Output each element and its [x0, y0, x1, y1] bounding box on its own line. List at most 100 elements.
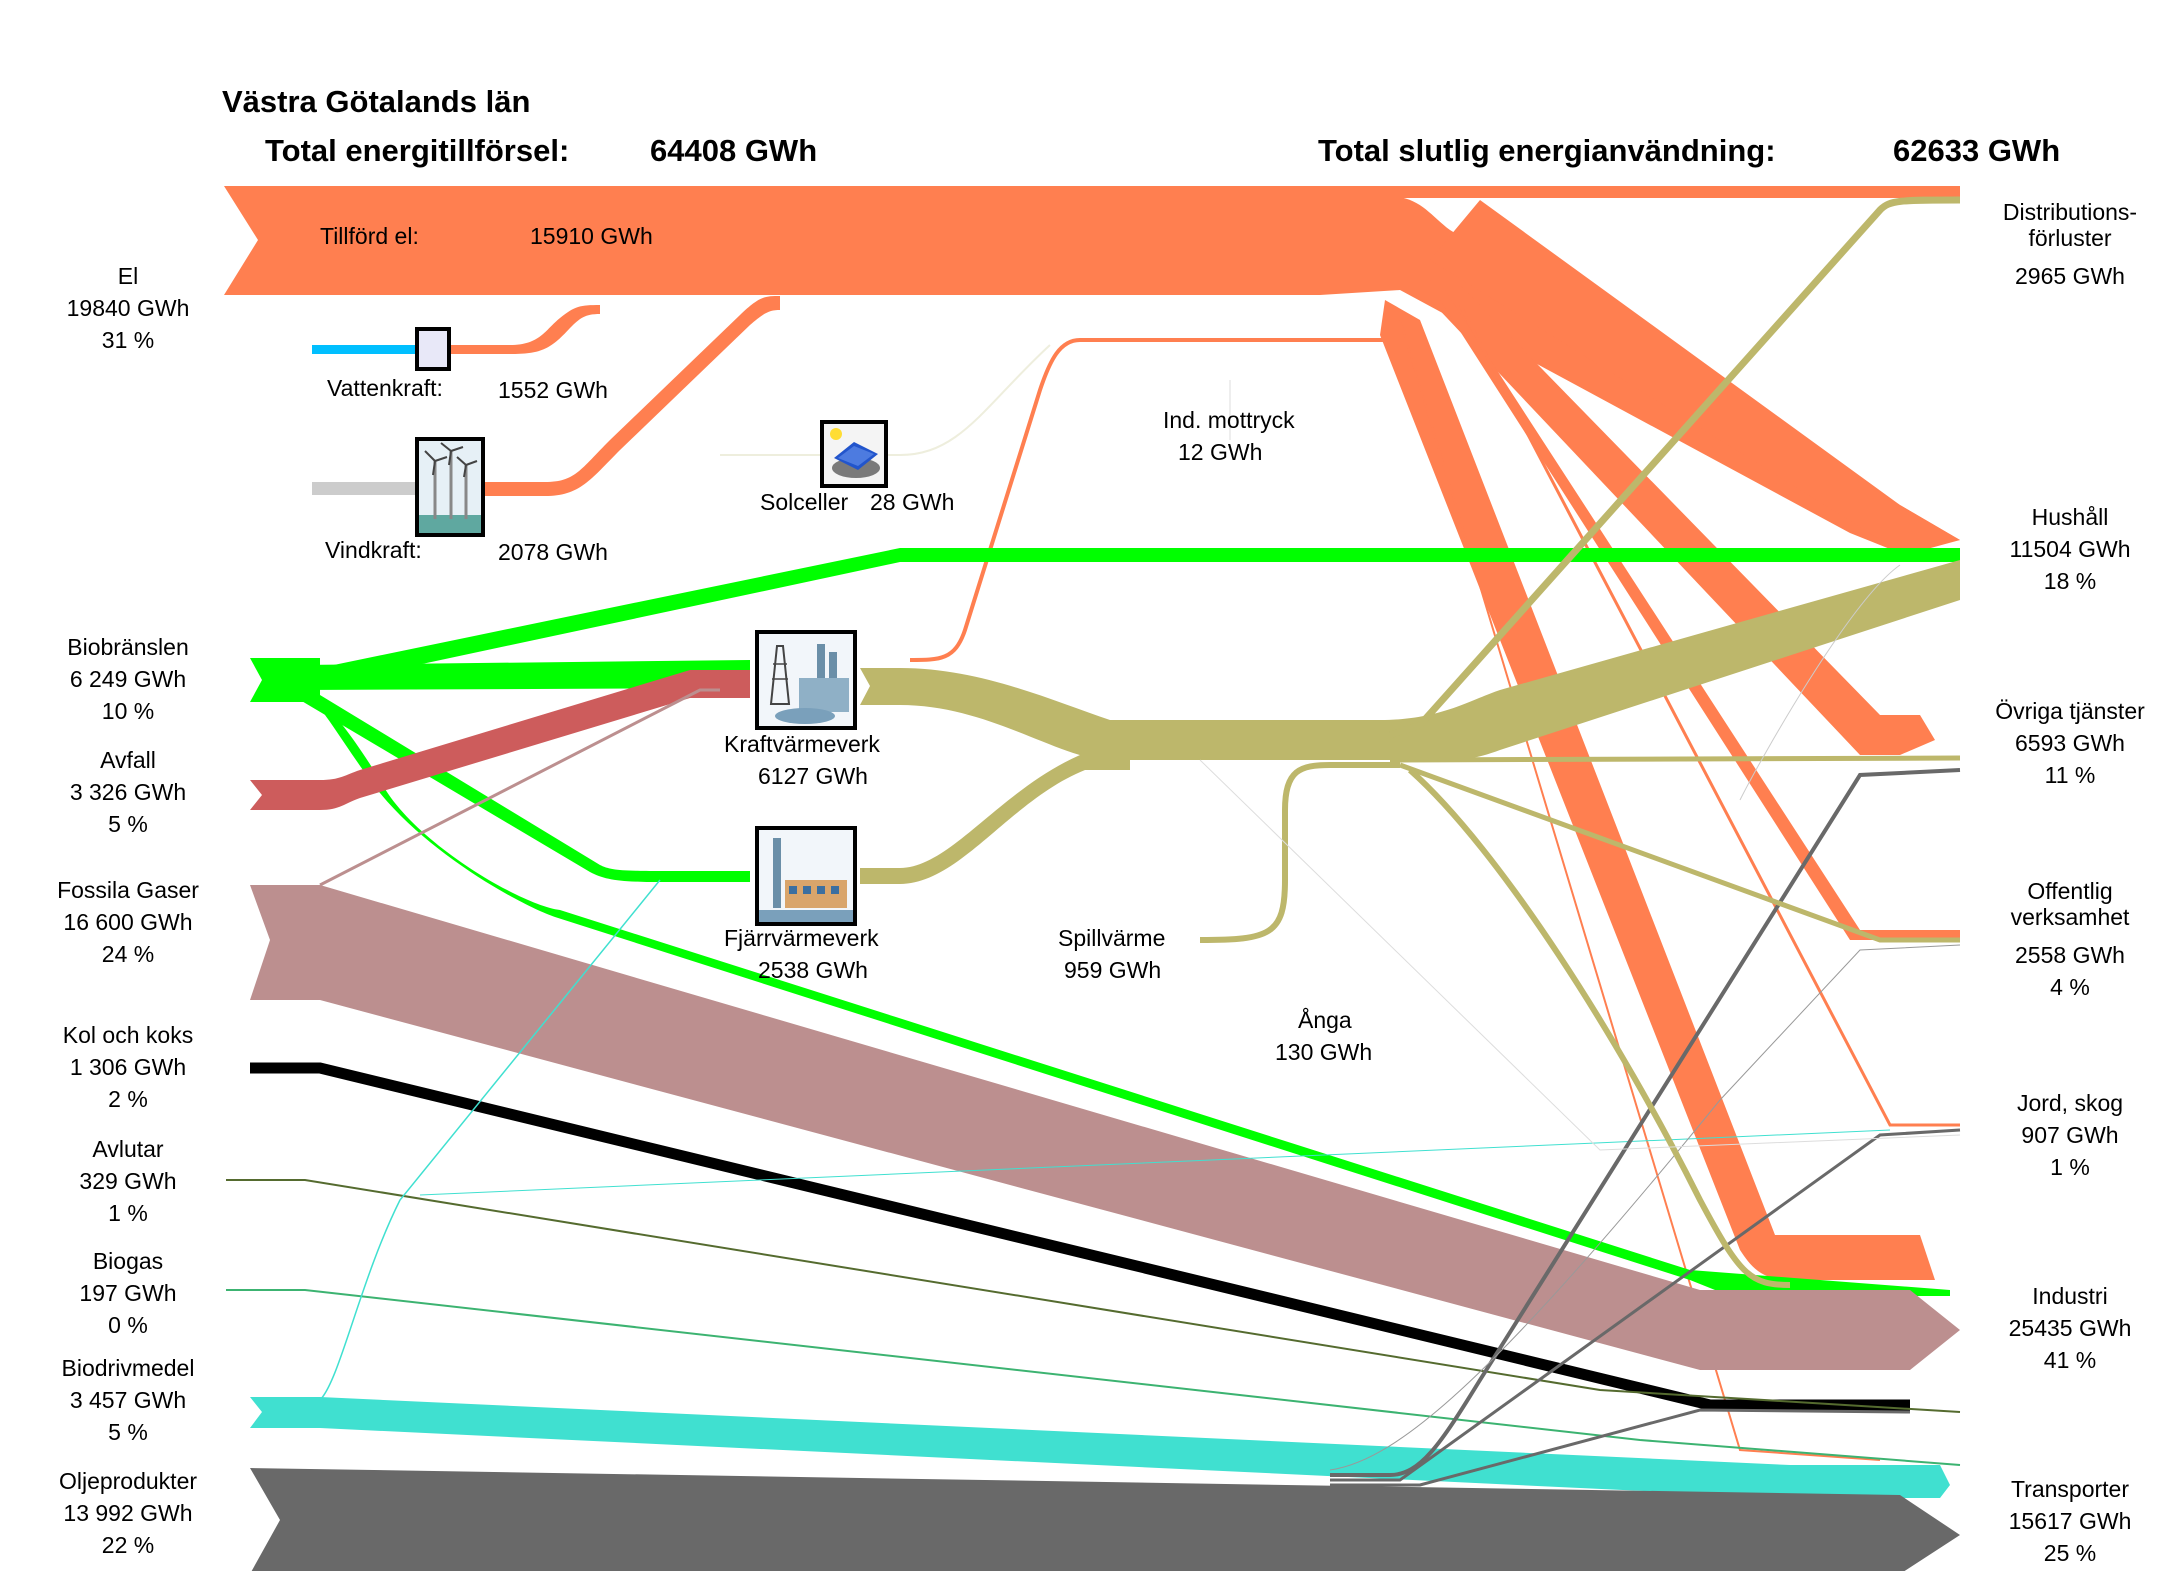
flow-heat-ovriga	[1389, 755, 1961, 763]
source-fossila-gaser: Fossila Gaser 16 600 GWh 24 %	[38, 874, 218, 970]
source-value: 197 GWh	[79, 1280, 177, 1306]
source-name: Biogas	[92, 1248, 164, 1274]
flow-gas-kraftvarme	[319, 688, 720, 887]
ind-mottryck-value: 12 GWh	[1178, 439, 1263, 465]
source-pct: 22 %	[101, 1532, 155, 1558]
flow-vindkraft-el	[485, 296, 780, 496]
source-olja: Oljeprodukter 13 992 GWh 22 %	[48, 1465, 208, 1561]
source-name: Kol och koks	[62, 1022, 194, 1048]
sink-value: 15617 GWh	[2008, 1508, 2132, 1534]
fjarrvarmeverk-value: 2538 GWh	[758, 957, 868, 983]
source-value: 3 326 GWh	[69, 779, 187, 805]
sink-pct: 25 %	[2043, 1540, 2097, 1566]
flow-heat-industri	[1408, 767, 1791, 1288]
kraftvarmeverk-value: 6127 GWh	[758, 763, 868, 789]
flow-anga	[1199, 759, 1961, 1151]
sink-offentlig: Offentlig verksamhet 2558 GWh 4 %	[1960, 875, 2180, 1003]
sink-distribution: Distributions- förluster 2965 GWh	[1960, 196, 2180, 292]
total-use-label: Total slutlig energianvändning:	[1318, 133, 1776, 168]
flow-heat-offentlig	[1399, 762, 1960, 943]
flow-el-ovriga	[1430, 280, 1935, 755]
ind-mottryck-label: Ind. mottryck	[1163, 407, 1295, 433]
sink-value: 11504 GWh	[2009, 536, 2131, 562]
sink-jord: Jord, skog 907 GWh 1 %	[1960, 1087, 2180, 1183]
anga-label: Ånga	[1298, 1007, 1352, 1033]
source-value: 3 457 GWh	[69, 1387, 187, 1413]
flow-vindkraft-source	[312, 482, 416, 495]
flow-olja-jord	[1330, 1128, 1961, 1482]
source-name: Fossila Gaser	[57, 877, 199, 903]
flow-biodrivmedel-transport	[250, 1397, 1950, 1498]
source-kol: Kol och koks 1 306 GWh 2 %	[48, 1019, 208, 1115]
flow-spillvarme	[1199, 762, 1400, 943]
flow-biodrivmedel-jord	[419, 1129, 1891, 1196]
total-supply-value: 64408 GWh	[650, 133, 818, 168]
total-supply-label: Total energitillförsel:	[265, 133, 570, 168]
flow-kol-industri	[250, 1062, 1910, 1411]
sink-pct: 1 %	[2050, 1154, 2090, 1180]
source-avfall: Avfall 3 326 GWh 5 %	[48, 744, 208, 840]
total-use-value: 62633 GWh	[1893, 133, 2061, 168]
vindkraft-icon	[415, 437, 485, 537]
sink-name: Offentlig	[2027, 878, 2113, 904]
fjarrvarmeverk-label: Fjärrvärmeverk	[724, 925, 879, 951]
flow-olja-industri	[1330, 1408, 1911, 1487]
source-pct: 24 %	[101, 941, 155, 967]
tillford-el-value: 15910 GWh	[530, 223, 653, 249]
vattenkraft-icon	[415, 327, 451, 371]
spillvarme-label: Spillvärme	[1058, 925, 1166, 951]
source-name: Avfall	[100, 747, 156, 773]
sink-name: Distributions-	[2002, 199, 2138, 225]
flow-kraftvarme-heat	[860, 560, 1960, 761]
flow-fjarrvarme-heat	[860, 755, 1130, 884]
sink-name: Övriga tjänster	[1995, 698, 2145, 724]
source-name: Oljeprodukter	[58, 1468, 198, 1494]
source-biobransle: Biobränslen 6 249 GWh 10 %	[48, 631, 208, 727]
source-pct: 31 %	[101, 327, 155, 353]
kraftvarmeverk-icon	[755, 630, 857, 730]
solceller-label: Solceller	[760, 489, 849, 515]
flow-heat-distribution	[1388, 196, 1961, 739]
source-pct: 5 %	[108, 811, 148, 837]
sink-name-2: verksamhet	[2010, 904, 2130, 930]
sink-name: Jord, skog	[2016, 1090, 2124, 1116]
flow-bio-kraftvarme	[300, 660, 750, 690]
fjarrvarmeverk-icon	[755, 826, 857, 926]
anga-value: 130 GWh	[1275, 1039, 1373, 1065]
source-biogas: Biogas 197 GWh 0 %	[48, 1245, 208, 1341]
page-title: Västra Götalands län	[222, 84, 531, 119]
vindkraft-value: 2078 GWh	[498, 539, 608, 565]
flow-olja-transport	[250, 1468, 1960, 1571]
sink-value: 907 GWh	[2021, 1122, 2119, 1148]
flow-vattenkraft-el	[440, 305, 600, 354]
vattenkraft-value: 1552 GWh	[498, 377, 608, 403]
sink-pct: 11 %	[2044, 762, 2096, 788]
sink-industri: Industri 25435 GWh 41 %	[1960, 1280, 2180, 1376]
sink-ovriga: Övriga tjänster 6593 GWh 11 %	[1960, 695, 2180, 791]
source-avlutar: Avlutar 329 GWh 1 %	[48, 1133, 208, 1229]
sink-transporter: Transporter 15617 GWh 25 %	[1960, 1473, 2180, 1569]
sink-name: Transporter	[2010, 1476, 2130, 1502]
sink-name-2: förluster	[2028, 225, 2112, 251]
flow-olja-ovriga	[1330, 768, 1961, 1477]
source-name: Avlutar	[92, 1136, 164, 1162]
flow-gas-source	[250, 885, 1960, 1370]
flow-el-distribution	[1300, 186, 1960, 198]
sink-pct: 4 %	[2050, 974, 2090, 1000]
vindkraft-label: Vindkraft:	[325, 537, 422, 563]
flow-misc-grey	[1739, 564, 1901, 801]
source-name: El	[117, 263, 139, 289]
flow-el-jord	[1458, 304, 1960, 1127]
source-name: Biobränslen	[67, 634, 189, 660]
source-pct: 1 %	[108, 1200, 148, 1226]
flow-el-hushall	[1430, 200, 1960, 555]
sink-value: 6593 GWh	[2015, 730, 2125, 756]
kraftvarmeverk-label: Kraftvärmeverk	[724, 731, 880, 757]
source-biodrivmedel: Biodrivmedel 3 457 GWh 5 %	[48, 1352, 208, 1448]
solceller-value: 28 GWh	[870, 489, 955, 515]
sink-name: Industri	[2032, 1283, 2108, 1309]
source-pct: 2 %	[108, 1086, 148, 1112]
flow-solceller-el	[720, 344, 1051, 456]
sink-value: 2558 GWh	[2015, 942, 2125, 968]
